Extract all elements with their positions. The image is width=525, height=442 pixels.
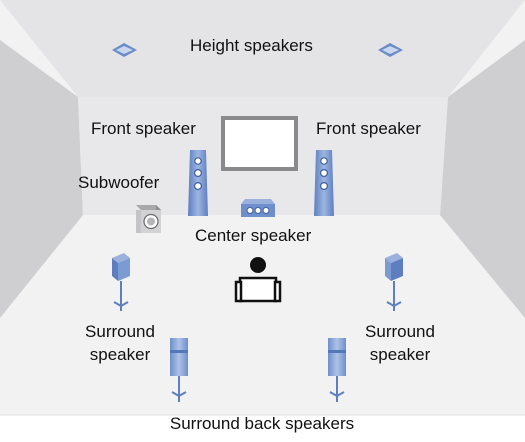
- label-surround-right: Surround speaker: [345, 322, 455, 365]
- surround-back-speaker-icon: [328, 338, 346, 402]
- label-surround-back-speakers: Surround back speakers: [169, 414, 355, 433]
- surround-speaker-icon: [112, 253, 130, 311]
- label-surround-left: Surround speaker: [60, 322, 180, 365]
- surround-back-speaker-icon: [170, 338, 188, 402]
- height-speaker-icon: [112, 43, 137, 57]
- label-subwoofer: Subwoofer: [78, 173, 160, 192]
- label-height-speakers: Height speakers: [190, 36, 313, 55]
- label-surround-right-line1: Surround: [365, 322, 435, 341]
- label-surround-left-line2: speaker: [89, 345, 151, 364]
- tv-screen-icon: [221, 116, 298, 171]
- height-speaker-icon: [378, 43, 403, 57]
- right-wall: [440, 40, 525, 318]
- subwoofer-icon: [136, 205, 161, 233]
- left-wall: [0, 40, 83, 318]
- label-front-speaker-right: Front speaker: [316, 119, 421, 138]
- ceiling: [0, 0, 525, 97]
- label-front-speaker-left: Front speaker: [91, 119, 196, 138]
- label-center-speaker: Center speaker: [195, 226, 312, 245]
- surround-speaker-icon: [385, 253, 403, 311]
- tower-speaker-icon: [188, 150, 208, 216]
- label-surround-left-line1: Surround: [85, 322, 155, 341]
- label-surround-right-line2: speaker: [369, 345, 431, 364]
- tower-speaker-icon: [314, 150, 334, 216]
- listener-icon: [234, 257, 282, 303]
- center-speaker-icon: [241, 199, 275, 217]
